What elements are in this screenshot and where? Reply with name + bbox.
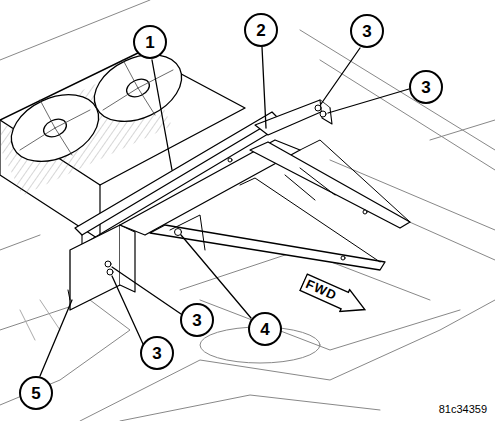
callout-circle: 3 [350,14,384,48]
callout-circle: 4 [248,312,282,346]
callout-circle: 2 [244,13,278,47]
callout-circle: 5 [19,376,53,410]
forward-arrow: FWD [297,270,368,321]
callout-number: 3 [421,79,430,96]
callout-number: 3 [192,312,201,329]
callout-number: 3 [362,23,371,40]
callout-number: 2 [256,22,265,39]
callout-circle: 3 [409,70,443,104]
callout-number: 4 [260,321,269,338]
callout-number: 3 [152,345,161,362]
callout-number: 5 [31,385,40,402]
callout-number: 1 [145,34,154,51]
callout-circle: 1 [133,25,167,59]
callout-circle: 3 [140,336,174,370]
figure-code: 81c34359 [439,403,487,415]
callout-circle: 3 [180,303,214,337]
